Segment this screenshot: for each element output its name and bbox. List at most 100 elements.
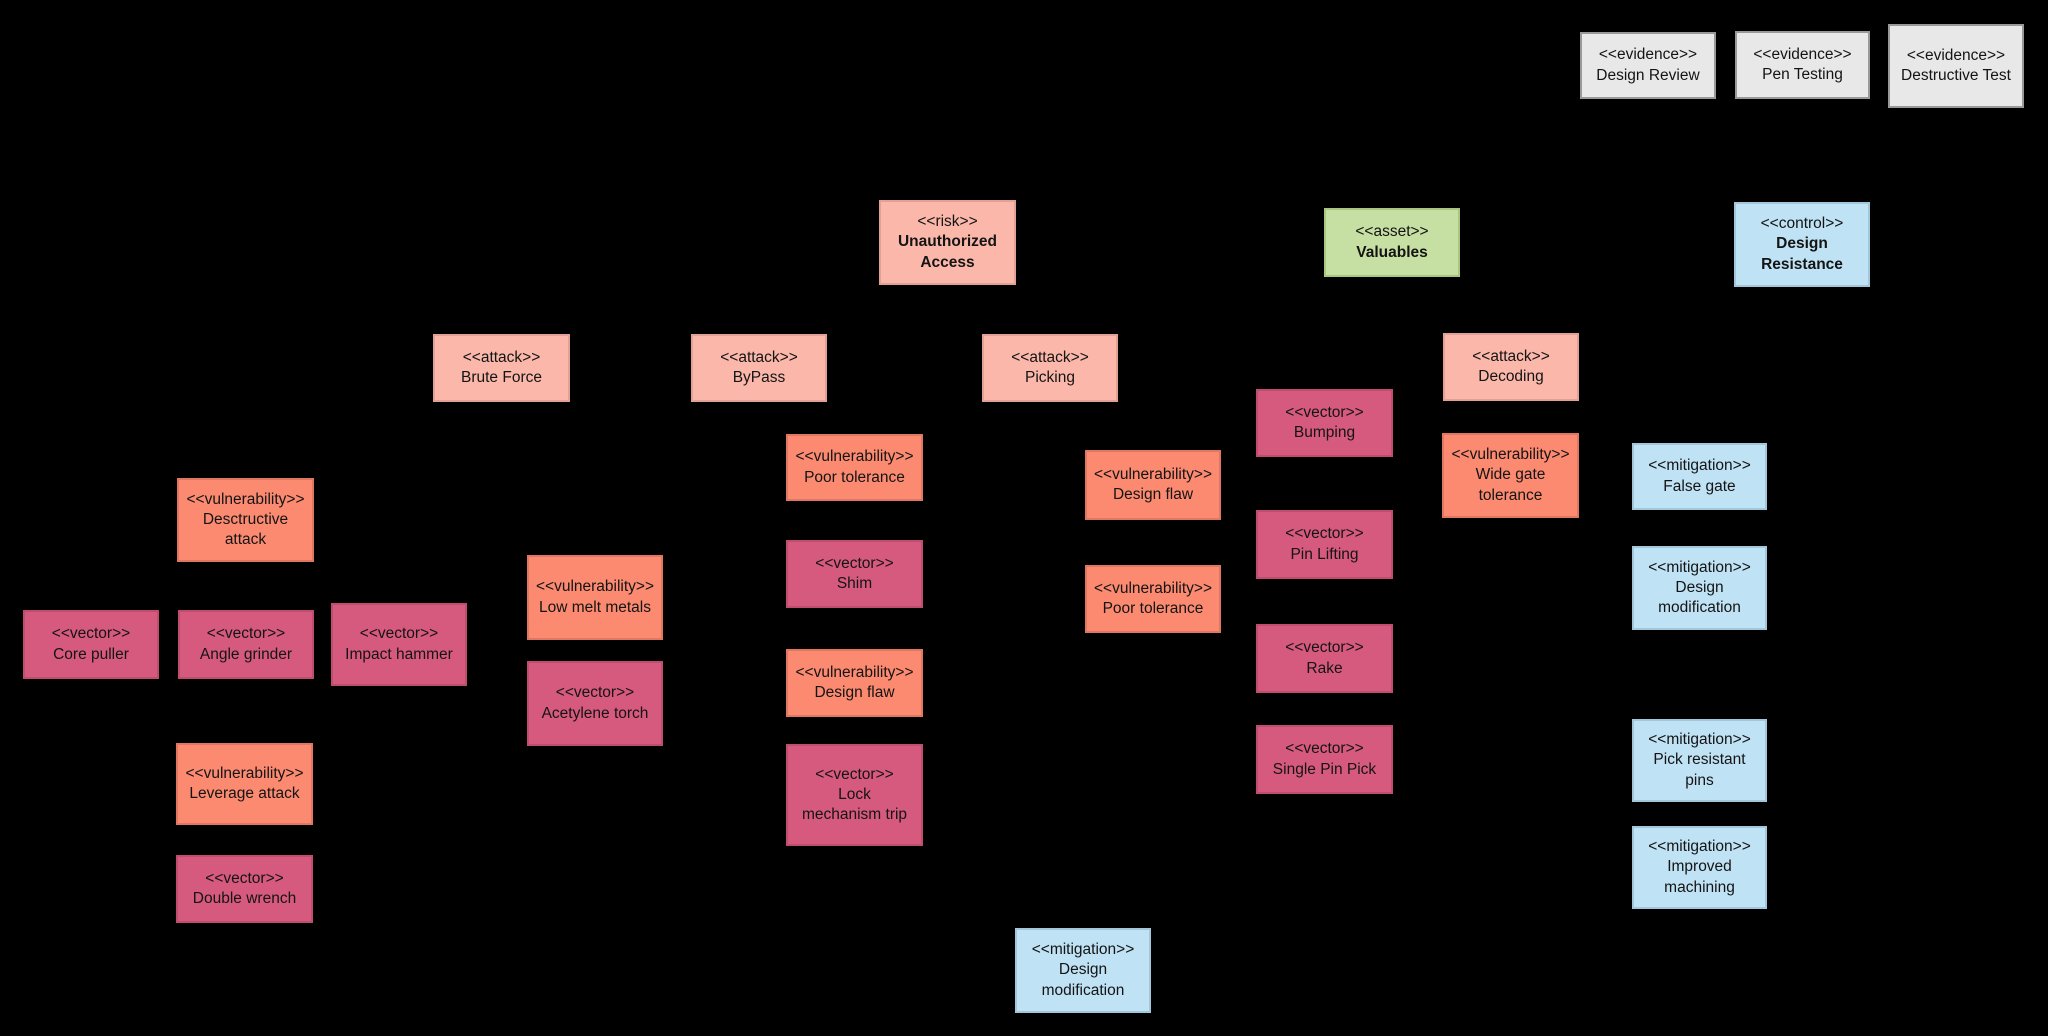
stereotype-label: <<vulnerability>> bbox=[795, 663, 914, 681]
node-name: Pin Lifting bbox=[1290, 545, 1359, 563]
node-bypass: <<attack>> ByPass bbox=[691, 334, 827, 402]
node-unauthorized-access: <<risk>> Unauthorized Access bbox=[879, 200, 1016, 285]
node-name: Valuables bbox=[1356, 243, 1428, 261]
node-name: False gate bbox=[1663, 477, 1736, 495]
node-name: Core puller bbox=[53, 645, 129, 663]
node-rake: <<vector>> Rake bbox=[1256, 624, 1393, 693]
stereotype-label: <<vector>> bbox=[206, 625, 286, 643]
node-name: Lock mechanism trip bbox=[801, 785, 908, 824]
stereotype-label: <<mitigation>> bbox=[1031, 941, 1135, 959]
stereotype-label: <<vector>> bbox=[555, 684, 635, 702]
node-double-wrench: <<vector>> Double wrench bbox=[176, 855, 313, 923]
node-name: Rake bbox=[1306, 659, 1343, 677]
node-name: Poor tolerance bbox=[804, 468, 905, 486]
node-low-melt-metals: <<vulnerability>> Low melt metals bbox=[527, 555, 663, 640]
node-pick-resistant-pins: <<mitigation>> Pick resistant pins bbox=[1632, 719, 1767, 802]
node-name: Improved machining bbox=[1664, 858, 1735, 896]
stereotype-label: <<attack>> bbox=[1011, 348, 1089, 366]
node-name: Design flaw bbox=[814, 684, 895, 701]
stereotype-label: <<evidence>> bbox=[1598, 46, 1698, 64]
node-design-modification-bypass: <<mitigation>> Design modification bbox=[1015, 928, 1151, 1013]
node-design-review: <<evidence>> Design Review bbox=[1580, 32, 1716, 99]
node-pen-testing: <<evidence>> Pen Testing bbox=[1735, 31, 1870, 99]
node-design-modification-decoding: <<mitigation>> Design modification bbox=[1632, 546, 1767, 630]
node-design-flaw-picking: <<vulnerability>> Design flaw bbox=[1085, 450, 1221, 520]
stereotype-label: <<vector>> bbox=[205, 869, 284, 887]
node-name: Brute Force bbox=[461, 369, 542, 386]
node-name: Bumping bbox=[1293, 424, 1356, 441]
node-name: Design modification bbox=[1041, 961, 1125, 999]
node-brute-force: <<attack>> Brute Force bbox=[433, 334, 570, 402]
stereotype-label: <<attack>> bbox=[1472, 347, 1550, 365]
node-name: Design flaw bbox=[1112, 486, 1194, 503]
node-name: Destructive Test bbox=[1901, 67, 2011, 84]
stereotype-label: <<vulnerability>> bbox=[1093, 465, 1213, 483]
stereotype-label: <<attack>> bbox=[720, 348, 798, 366]
node-name: Leverage attack bbox=[189, 785, 300, 802]
stereotype-label: <<control>> bbox=[1760, 215, 1844, 233]
node-name: Design Review bbox=[1596, 66, 1700, 84]
stereotype-label: <<mitigation>> bbox=[1648, 457, 1751, 475]
node-name: Unauthorized Access bbox=[897, 233, 998, 271]
node-name: Angle grinder bbox=[199, 645, 293, 663]
node-leverage-attack: <<vulnerability>> Leverage attack bbox=[176, 743, 313, 825]
stereotype-label: <<risk>> bbox=[917, 213, 978, 231]
stereotype-label: <<mitigation>> bbox=[1648, 558, 1751, 576]
node-name: ByPass bbox=[732, 369, 786, 386]
stereotype-label: <<vector>> bbox=[815, 554, 894, 572]
node-bumping: <<vector>> Bumping bbox=[1256, 389, 1393, 457]
node-name: Design modification bbox=[1658, 578, 1741, 617]
stereotype-label: <<vector>> bbox=[1285, 740, 1364, 758]
node-poor-tolerance-bypass: <<vulnerability>> Poor tolerance bbox=[786, 434, 923, 501]
node-valuables: <<asset>> Valuables bbox=[1324, 208, 1460, 277]
node-name: Pick resistant pins bbox=[1653, 751, 1746, 789]
node-name: Picking bbox=[1025, 369, 1075, 386]
node-destructive-test: <<evidence>> Destructive Test bbox=[1888, 24, 2024, 108]
node-name: Pen Testing bbox=[1762, 66, 1843, 83]
node-desctructive-attack: <<vulnerability>> Desctructive attack bbox=[177, 478, 314, 562]
node-single-pin-pick: <<vector>> Single Pin Pick bbox=[1256, 725, 1393, 794]
stereotype-label: <<mitigation>> bbox=[1648, 731, 1751, 749]
stereotype-label: <<vulnerability>> bbox=[535, 578, 655, 596]
node-name: Single Pin Pick bbox=[1272, 760, 1377, 778]
stereotype-label: <<asset>> bbox=[1355, 223, 1429, 241]
node-shim: <<vector>> Shim bbox=[786, 540, 923, 608]
node-picking: <<attack>> Picking bbox=[982, 334, 1118, 402]
stereotype-label: <<vector>> bbox=[51, 625, 131, 643]
stereotype-label: <<evidence>> bbox=[1906, 46, 2006, 64]
node-false-gate: <<mitigation>> False gate bbox=[1632, 443, 1767, 510]
stereotype-label: <<mitigation>> bbox=[1648, 838, 1751, 856]
node-pin-lifting: <<vector>> Pin Lifting bbox=[1256, 510, 1393, 579]
stereotype-label: <<vector>> bbox=[815, 765, 894, 783]
stereotype-label: <<vulnerability>> bbox=[795, 448, 914, 466]
node-design-resistance: <<control>> Design Resistance bbox=[1734, 202, 1870, 287]
node-name: Decoding bbox=[1478, 368, 1544, 385]
node-name: Poor tolerance bbox=[1102, 600, 1204, 617]
stereotype-label: <<vulnerability>> bbox=[1451, 446, 1570, 464]
stereotype-label: <<vector>> bbox=[1285, 639, 1364, 657]
node-name: Design Resistance bbox=[1761, 235, 1843, 273]
node-name: Wide gate tolerance bbox=[1475, 466, 1546, 504]
stereotype-label: <<evidence>> bbox=[1753, 45, 1852, 63]
node-name: Desctructive attack bbox=[202, 510, 289, 549]
node-name: Acetylene torch bbox=[541, 704, 649, 722]
node-wide-gate-tolerance: <<vulnerability>> Wide gate tolerance bbox=[1442, 433, 1579, 518]
node-core-puller: <<vector>> Core puller bbox=[23, 610, 159, 679]
stereotype-label: <<vulnerability>> bbox=[1093, 579, 1213, 597]
node-name: Impact hammer bbox=[345, 645, 453, 663]
node-acetylene-torch: <<vector>> Acetylene torch bbox=[527, 661, 663, 746]
stereotype-label: <<vector>> bbox=[359, 625, 439, 643]
node-name: Shim bbox=[836, 575, 873, 592]
stereotype-label: <<vector>> bbox=[1285, 525, 1364, 543]
node-poor-tolerance-picking: <<vulnerability>> Poor tolerance bbox=[1085, 565, 1221, 633]
node-name: Double wrench bbox=[192, 890, 297, 907]
node-impact-hammer: <<vector>> Impact hammer bbox=[331, 603, 467, 686]
node-name: Low melt metals bbox=[539, 598, 651, 616]
node-design-flaw-bypass: <<vulnerability>> Design flaw bbox=[786, 649, 923, 717]
node-angle-grinder: <<vector>> Angle grinder bbox=[178, 610, 314, 679]
stereotype-label: <<vector>> bbox=[1285, 403, 1364, 421]
stereotype-label: <<vulnerability>> bbox=[186, 490, 305, 508]
node-improved-machining: <<mitigation>> Improved machining bbox=[1632, 826, 1767, 909]
stereotype-label: <<attack>> bbox=[462, 348, 541, 366]
